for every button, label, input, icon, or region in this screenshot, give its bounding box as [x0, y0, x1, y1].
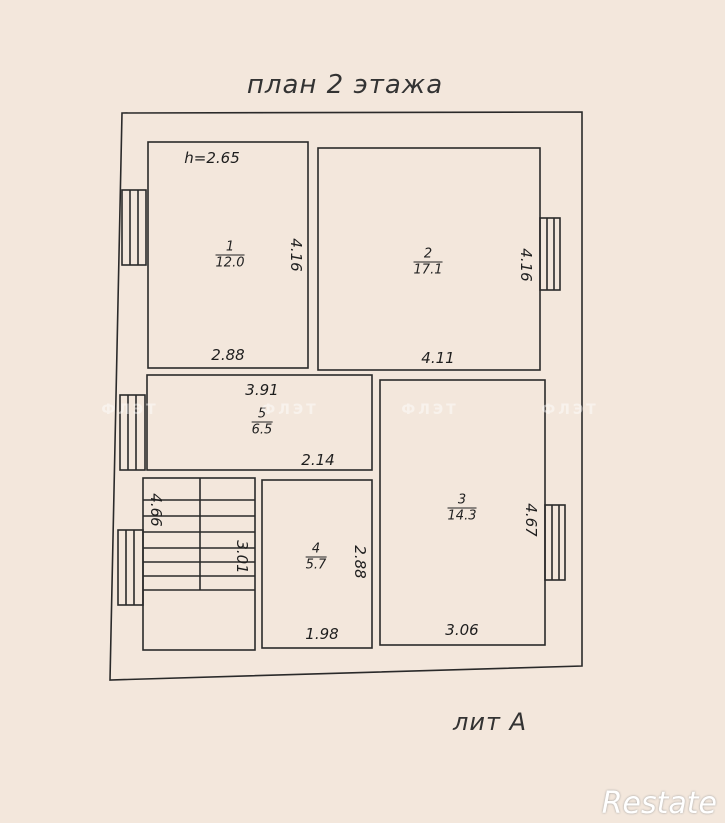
watermark: ФЛЭТ: [101, 402, 159, 418]
room-number: 2: [413, 247, 443, 263]
room-2-width-dim: 4.11: [421, 349, 455, 367]
watermark: ФЛЭТ: [401, 402, 459, 418]
room-area: 14.3: [447, 508, 477, 524]
window-left-2: [119, 394, 146, 471]
stairs-length-dim: 4.66: [147, 493, 165, 527]
window-left-1: [121, 189, 147, 266]
room-4-outline: [261, 479, 373, 649]
room-5-width-dim: 2.14: [301, 451, 335, 469]
watermark: ФЛЭТ: [261, 402, 319, 418]
window-left-3: [117, 529, 144, 606]
room-4-height-dim: 2.88: [351, 545, 369, 579]
room-1-outline: [147, 141, 309, 369]
room-3-width-dim: 3.06: [445, 621, 479, 639]
room-area: 5.7: [305, 557, 327, 573]
plan-title: план 2 этажа: [246, 70, 444, 100]
room-1-width-dim: 2.88: [211, 346, 245, 364]
room-4-width-dim: 1.98: [305, 625, 339, 643]
liter-label: лит А: [453, 708, 527, 736]
watermark: ФЛЭТ: [541, 402, 599, 418]
window-right-1: [539, 217, 561, 291]
room-area: 17.1: [413, 262, 443, 278]
room-number: 5: [251, 407, 273, 423]
room-5-length-dim: 3.91: [245, 381, 279, 399]
restate-logo: Restate: [601, 786, 717, 821]
room-3-height-dim: 4.67: [522, 503, 540, 537]
room-number: 1: [215, 240, 245, 256]
room-area: 6.5: [251, 422, 273, 438]
room-number: 3: [447, 493, 477, 509]
window-right-2: [544, 504, 566, 581]
room-1-height-dim: 4.16: [287, 238, 305, 272]
room-area: 12.0: [215, 255, 245, 271]
room-number: 4: [305, 542, 327, 558]
room-5-outline: [146, 374, 373, 471]
outer-wall: [109, 111, 583, 681]
stair-steps: [143, 478, 255, 591]
stairs-flight-dim: 3.01: [233, 540, 251, 574]
ceiling-height: h=2.65: [184, 149, 240, 167]
room-2-height-dim: 4.16: [517, 248, 535, 282]
